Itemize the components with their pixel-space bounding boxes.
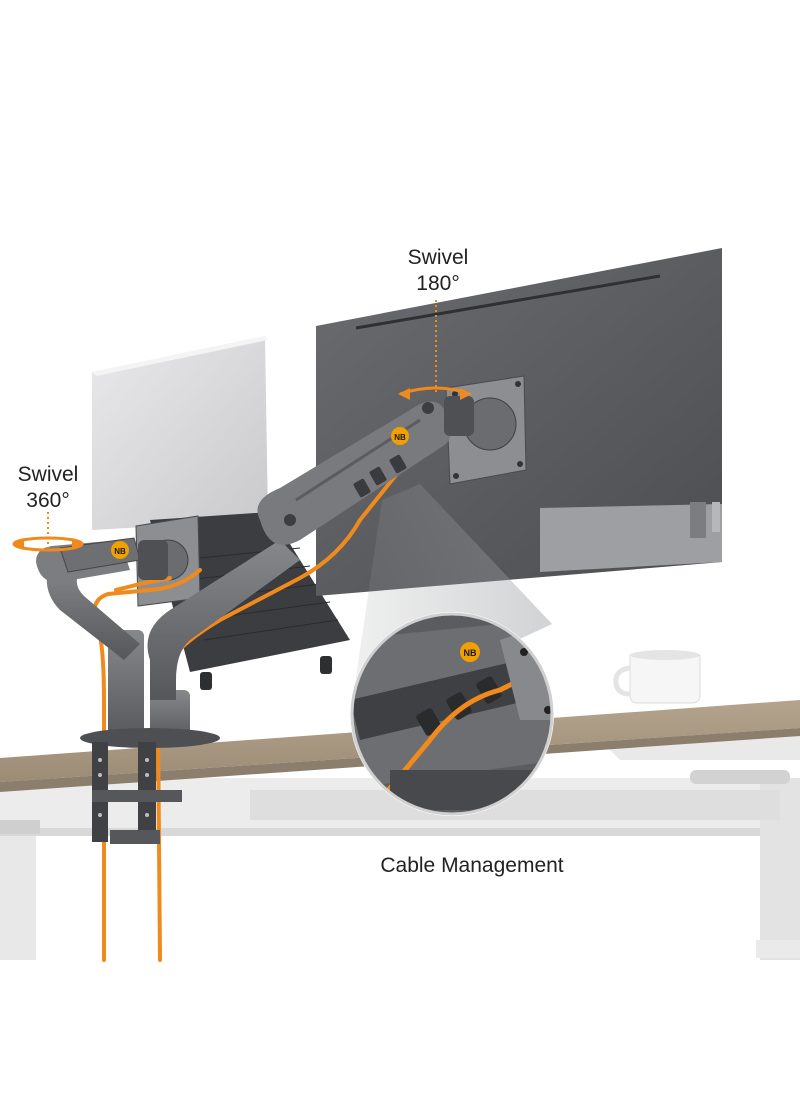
swivel-180-label: Swivel 180° [400, 245, 476, 297]
cable-management-label: Cable Management [380, 854, 564, 877]
coffee-mug [613, 650, 701, 704]
swivel-360-angle: 360° [26, 489, 70, 512]
swivel-180-title: Swivel [407, 246, 469, 269]
svg-text:NB: NB [394, 433, 406, 442]
right-arm: NB [147, 396, 474, 700]
cable-management-zoom: NB [350, 612, 554, 816]
pole-clamp [80, 630, 220, 844]
swivel-360-title: Swivel [17, 463, 79, 486]
swivel-180-indicator [398, 300, 472, 400]
swivel-360-label: Swivel 360° [10, 462, 86, 514]
swivel-180-angle: 180° [416, 272, 460, 295]
svg-text:NB: NB [464, 648, 477, 658]
swivel-360-indicator [12, 512, 84, 552]
svg-text:NB: NB [114, 547, 126, 556]
